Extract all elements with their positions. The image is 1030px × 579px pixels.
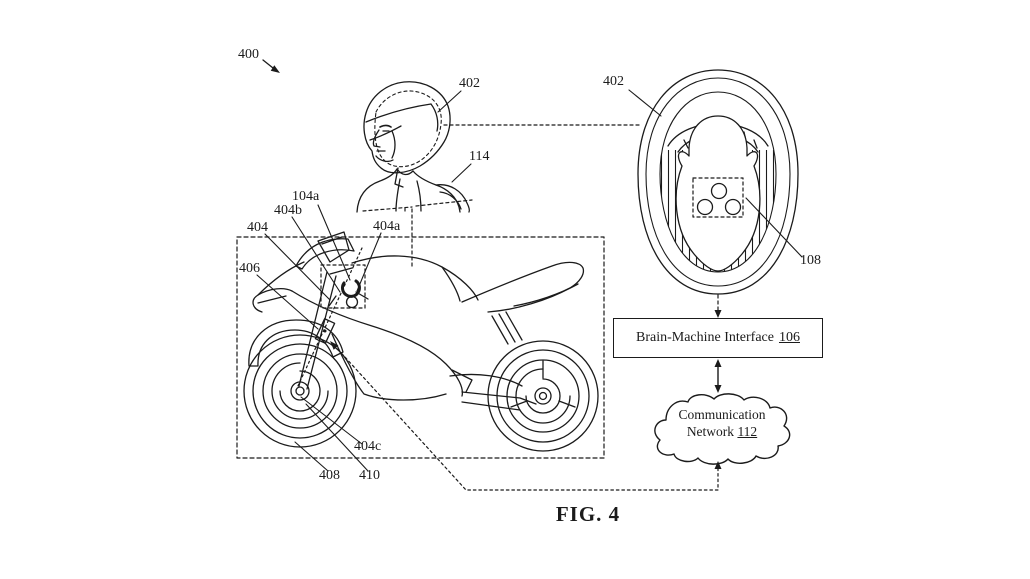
rider-cut-dashes	[362, 199, 473, 267]
ref-label-406: 406	[239, 261, 260, 276]
bmi-box-label: Brain-Machine Interface	[636, 330, 774, 345]
fork-sensor	[314, 318, 336, 344]
helmet-sensor-array	[692, 177, 744, 218]
dashed-connectors	[330, 124, 722, 491]
ref-label-410: 410	[359, 468, 380, 483]
motorcycle-body	[248, 231, 585, 411]
brain-machine-interface-box: Brain-Machine Interface 106	[613, 318, 823, 358]
bmi-connector-arrows	[714, 359, 722, 393]
ref-label-108: 108	[800, 253, 821, 268]
cloud-label-line2: Network	[686, 424, 735, 439]
ref-label-402-side: 402	[459, 76, 480, 91]
cloud-shape	[654, 393, 791, 465]
front-wheel	[243, 334, 357, 448]
ref-label-104a: 104a	[292, 189, 320, 204]
ref-label-404c: 404c	[354, 439, 382, 454]
rider-drawing	[356, 81, 473, 267]
handlebar-sensor-group	[328, 267, 369, 309]
ref-label-404: 404	[247, 220, 268, 235]
cloud-label-line1: Communication	[678, 407, 766, 422]
rider-torso-drawing	[356, 168, 471, 213]
sensor-boundary-box	[320, 264, 366, 309]
helmet-top-drawing	[637, 69, 799, 295]
figure-caption: FIG. 4	[555, 502, 621, 526]
ref-label-408: 408	[319, 468, 340, 483]
ref-label-404a: 404a	[373, 219, 401, 234]
helmet-side-drawing	[363, 81, 451, 188]
ref-label-402-top: 402	[603, 74, 624, 89]
bmi-box-ref: 106	[778, 330, 800, 345]
motorcycle-drawing	[243, 231, 599, 452]
ref-label-404b: 404b	[274, 203, 302, 218]
communication-network-label: Communication Network 112	[652, 406, 792, 440]
leader-lines	[256, 89, 803, 472]
overall-ref-arrow	[262, 59, 280, 73]
cloud-ref: 112	[737, 424, 758, 439]
ref-label-400: 400	[238, 47, 259, 62]
ref-label-114: 114	[469, 149, 490, 164]
steering-axis-dotted-line	[296, 247, 363, 389]
motorcycle-boundary-box	[236, 236, 605, 459]
